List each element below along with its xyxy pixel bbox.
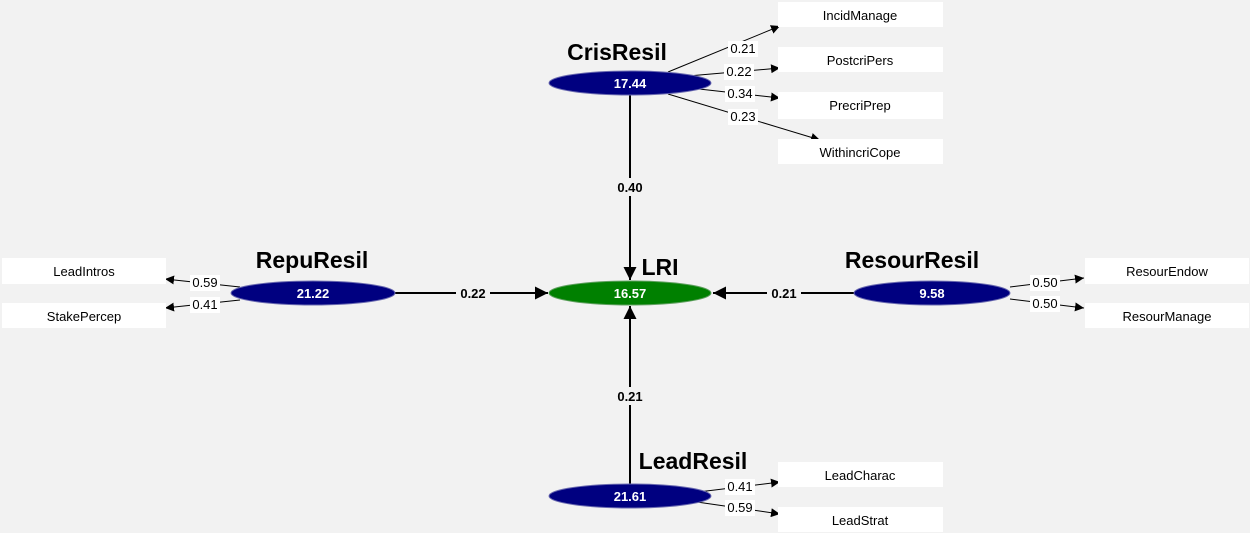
construct-title: LeadResil [639,448,748,474]
loading-precriprep: 0.34 [689,86,781,102]
construct-repuresil[interactable]: RepuResil 21.22 [230,247,396,306]
indicator-box [778,507,943,532]
loading-withincricope: 0.23 [667,93,821,142]
loading-resourmanage: 0.50 [1009,296,1085,312]
construct-value: 16.57 [614,286,647,301]
construct-title: LRI [641,254,678,280]
construct-value: 17.44 [614,76,647,91]
indicator-label: ResourEndow [1126,264,1208,279]
indicator-label: ResourManage [1123,309,1212,324]
construct-lri[interactable]: LRI 16.57 [548,254,712,306]
loading-value: 0.59 [727,500,752,515]
path-label-bg [456,285,490,302]
construct-crisresil[interactable]: CrisResil 17.44 [548,39,712,96]
loading-value: 0.22 [726,64,751,79]
loading-value: 0.41 [727,479,752,494]
loading-label-bg [190,297,220,313]
construct-title: RepuResil [256,247,368,273]
indicator-resourmanage[interactable]: ResourManage [1085,303,1249,328]
indicator-label: LeadIntros [53,264,115,279]
indicator-label: StakePercep [47,309,121,324]
construct-resourresil[interactable]: ResourResil 9.58 [845,247,1011,306]
loading-label-bg [1030,275,1060,291]
loading-postcripers: 0.22 [687,64,781,80]
loading-label-bg [725,86,755,102]
loading-line [667,25,781,73]
indicator-box [1085,258,1249,284]
indicator-withincricope[interactable]: WithincriCope [778,139,943,164]
indicator-box [778,2,943,27]
indicator-label: IncidManage [823,8,897,23]
loading-label-bg [190,275,220,291]
indicator-box [778,139,943,164]
loading-leadcharac: 0.41 [689,478,781,495]
indicator-box [2,258,166,284]
construct-leadresil[interactable]: LeadResil 21.61 [548,448,748,509]
construct-ellipse [853,280,1011,306]
indicator-box [2,303,166,328]
indicator-precriprep[interactable]: PrecriPrep [778,92,943,119]
indicator-postcripers[interactable]: PostcriPers [778,47,943,72]
indicator-label: PrecriPrep [829,98,890,113]
loading-stakepercep: 0.41 [164,297,241,313]
path-label-bg [614,387,646,405]
loading-label-bg [725,500,755,516]
indicator-box [778,462,943,487]
construct-ellipse [548,70,712,96]
indicator-resourendow[interactable]: ResourEndow [1085,258,1249,284]
path-coefficient: 0.40 [617,180,642,195]
construct-value: 21.22 [297,286,330,301]
loading-leadstrat: 0.59 [689,500,781,518]
loading-value: 0.41 [192,297,217,312]
indicator-label: LeadStrat [832,513,889,528]
indicator-box [778,92,943,119]
construct-ellipse [230,280,396,306]
indicator-leadintros[interactable]: LeadIntros [2,258,166,284]
indicator-box [1085,303,1249,328]
loading-label-bg [728,109,758,125]
loading-label-bg [1030,296,1060,312]
construct-title: ResourResil [845,247,979,273]
path-coefficient: 0.21 [771,286,796,301]
indicator-label: LeadCharac [825,468,896,483]
loading-value: 0.50 [1032,296,1057,311]
path-cris-to-lri: 0.40 [614,94,646,280]
loading-label-bg [728,41,758,57]
indicator-label: WithincriCope [820,145,901,160]
indicator-incidmanage[interactable]: IncidManage [778,2,943,27]
loading-incidmanage: 0.21 [667,25,781,73]
indicator-stakepercep[interactable]: StakePercep [2,303,166,328]
loading-value: 0.59 [192,275,217,290]
construct-value: 21.61 [614,489,647,504]
construct-ellipse [548,280,712,306]
indicator-label: PostcriPers [827,53,894,68]
path-coefficient: 0.22 [460,286,485,301]
path-repu-to-lri: 0.22 [395,285,548,302]
construct-title: CrisResil [567,39,667,65]
loading-value: 0.21 [730,41,755,56]
indicator-leadstrat[interactable]: LeadStrat [778,507,943,532]
path-label-bg [614,178,646,196]
path-label-bg [767,285,801,302]
construct-value: 9.58 [919,286,944,301]
construct-ellipse [548,483,712,509]
loading-label-bg [725,479,755,495]
loading-value: 0.34 [727,86,752,101]
loading-label-bg [724,64,754,80]
path-lead-to-lri: 0.21 [614,306,646,485]
loading-leadintros: 0.59 [164,275,241,291]
loading-resourendow: 0.50 [1009,274,1085,291]
indicator-box [778,47,943,72]
indicator-leadcharac[interactable]: LeadCharac [778,462,943,487]
loading-value: 0.23 [730,109,755,124]
path-coefficient: 0.21 [617,389,642,404]
path-resour-to-lri: 0.21 [713,285,855,302]
loading-value: 0.50 [1032,275,1057,290]
